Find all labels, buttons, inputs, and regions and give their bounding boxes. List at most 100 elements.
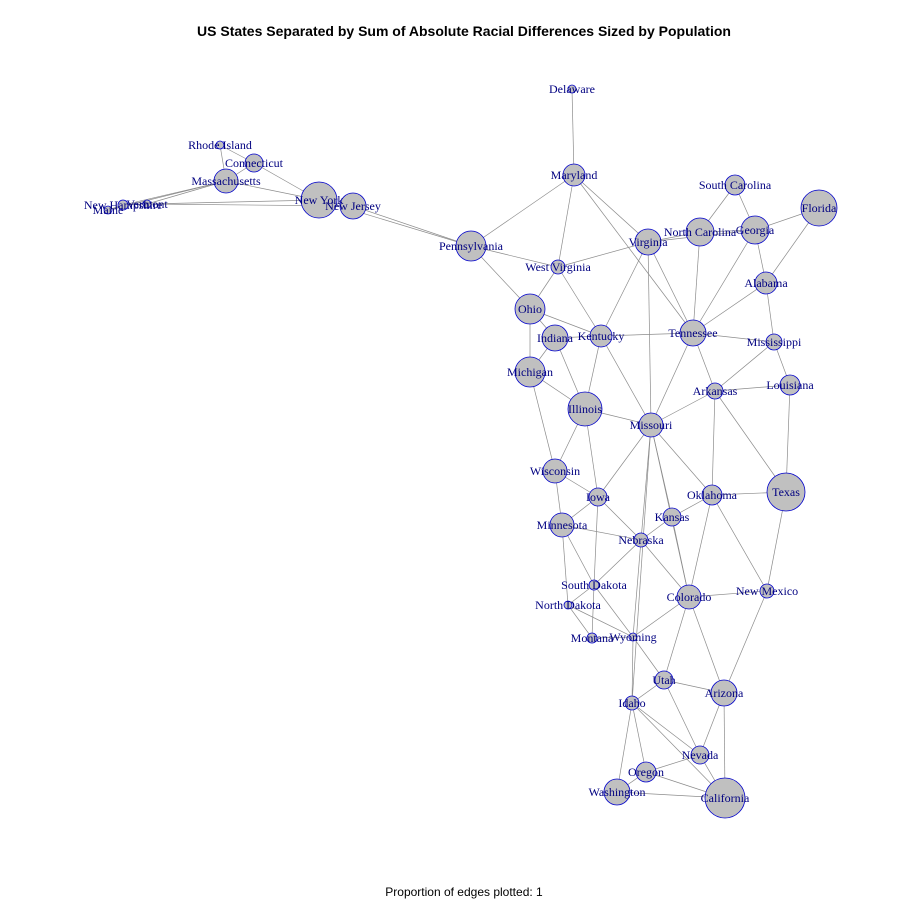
node-label-rhode-island: Rhode Island xyxy=(188,138,252,152)
node-label-montana: Montana xyxy=(571,631,614,645)
node-missouri xyxy=(638,412,664,438)
node-north-dakota xyxy=(563,600,573,610)
edge-alabama-tennessee xyxy=(692,282,767,334)
node-label-colorado: Colorado xyxy=(667,590,712,604)
edge-nebraska-south-dakota xyxy=(593,539,642,586)
node-michigan xyxy=(514,356,546,388)
node-label-vermont: Vermont xyxy=(126,197,168,211)
node-label-kansas: Kansas xyxy=(655,510,690,524)
edge-maryland-virginia xyxy=(573,174,649,243)
node-new-mexico xyxy=(759,583,775,599)
edge-north-dakota-montana xyxy=(567,604,593,639)
node-label-iowa: Iowa xyxy=(586,490,611,504)
edge-georgia-tennessee xyxy=(692,229,756,334)
edge-missouri-idaho xyxy=(631,424,652,704)
node-minnesota xyxy=(549,512,575,538)
node-virginia xyxy=(634,228,662,256)
node-arkansas xyxy=(706,382,724,400)
node-label-nebraska: Nebraska xyxy=(618,533,664,547)
node-label-pennsylvania: Pennsylvania xyxy=(439,239,504,253)
node-label-missouri: Missouri xyxy=(630,418,673,432)
node-kansas xyxy=(662,507,682,527)
node-new-hampshire xyxy=(117,199,129,211)
node-label-louisiana: Louisiana xyxy=(766,378,814,392)
node-nebraska xyxy=(633,532,649,548)
node-label-north-dakota: North Dakota xyxy=(535,598,601,612)
node-label-minnesota: Minnesota xyxy=(537,518,588,532)
node-tennessee xyxy=(679,319,707,347)
node-pennsylvania xyxy=(455,230,487,262)
node-maine xyxy=(103,205,113,215)
edge-nebraska-colorado xyxy=(640,539,690,598)
node-label-virginia: Virginia xyxy=(628,235,668,249)
node-layer xyxy=(103,84,838,819)
node-idaho xyxy=(624,695,640,711)
edges-footer: Proportion of edges plotted: 1 xyxy=(385,885,543,899)
edge-missouri-iowa xyxy=(597,424,652,498)
node-kentucky xyxy=(589,324,613,348)
node-colorado xyxy=(676,584,702,610)
edge-idaho-nevada xyxy=(631,702,701,756)
node-label-idaho: Idaho xyxy=(618,696,645,710)
node-massachusetts xyxy=(213,168,239,194)
chart-title: US States Separated by Sum of Absolute R… xyxy=(197,23,731,39)
edge-colorado-new-mexico xyxy=(688,590,768,598)
node-montana xyxy=(586,632,598,644)
edge-south-dakota-north-dakota xyxy=(567,584,595,606)
node-label-utah: Utah xyxy=(652,673,675,687)
edge-minnesota-north-dakota xyxy=(561,524,569,606)
edge-oklahoma-colorado xyxy=(688,494,713,598)
edge-mississippi-arkansas xyxy=(714,341,775,392)
node-label-mississippi: Mississippi xyxy=(747,335,802,349)
edge-south-dakota-wyoming xyxy=(593,584,634,638)
edge-iowa-nebraska xyxy=(597,496,642,541)
edge-massachusetts-vermont xyxy=(146,180,227,205)
node-label-california: California xyxy=(701,791,750,805)
node-indiana xyxy=(541,324,569,352)
edge-pennsylvania-maryland xyxy=(470,174,575,247)
node-west-virginia xyxy=(550,259,566,275)
edge-arkansas-oklahoma xyxy=(711,390,716,496)
edge-delaware-maryland xyxy=(571,88,575,176)
node-label-washington: Washington xyxy=(588,785,645,799)
node-arizona xyxy=(710,679,738,707)
node-label-georgia: Georgia xyxy=(736,223,775,237)
node-delaware xyxy=(567,84,577,94)
node-label-connecticut: Connecticut xyxy=(225,156,284,170)
edge-vermont-new-york xyxy=(146,199,320,205)
edge-kansas-colorado xyxy=(671,516,690,598)
edge-new-mexico-arizona xyxy=(723,590,768,694)
node-alabama xyxy=(754,271,778,295)
node-label-maryland: Maryland xyxy=(551,168,598,182)
node-label-tennessee: Tennessee xyxy=(668,326,717,340)
node-label-delaware: Delaware xyxy=(549,82,595,96)
node-oklahoma xyxy=(701,484,723,506)
node-label-wyoming: Wyoming xyxy=(609,630,656,644)
edge-north-dakota-wyoming xyxy=(567,604,634,638)
edge-michigan-wisconsin xyxy=(529,371,556,472)
node-label-texas: Texas xyxy=(772,485,800,499)
edge-montana-wyoming xyxy=(591,636,634,639)
edge-idaho-washington xyxy=(616,702,633,793)
node-label-west-virginia: West Virginia xyxy=(525,260,591,274)
node-south-carolina xyxy=(724,174,746,196)
edge-virginia-missouri xyxy=(647,241,652,426)
node-label-oklahoma: Oklahoma xyxy=(687,488,738,502)
edge-tennessee-mississippi xyxy=(692,332,775,343)
node-label-south-dakota: South Dakota xyxy=(561,578,627,592)
edge-missouri-nebraska xyxy=(640,424,652,541)
node-label-wisconsin: Wisconsin xyxy=(530,464,580,478)
edge-idaho-oregon xyxy=(631,702,647,773)
edge-arkansas-texas xyxy=(714,390,787,493)
edge-colorado-utah xyxy=(663,596,690,681)
node-label-alabama: Alabama xyxy=(744,276,788,290)
node-oregon xyxy=(635,761,657,783)
edge-south-dakota-montana xyxy=(591,584,595,639)
node-label-new-hampshire: New Hampshire xyxy=(84,198,162,212)
node-maryland xyxy=(562,163,586,187)
edge-kentucky-tennessee xyxy=(600,332,694,337)
node-nevada xyxy=(690,745,710,765)
edge-north-carolina-tennessee xyxy=(692,231,701,334)
